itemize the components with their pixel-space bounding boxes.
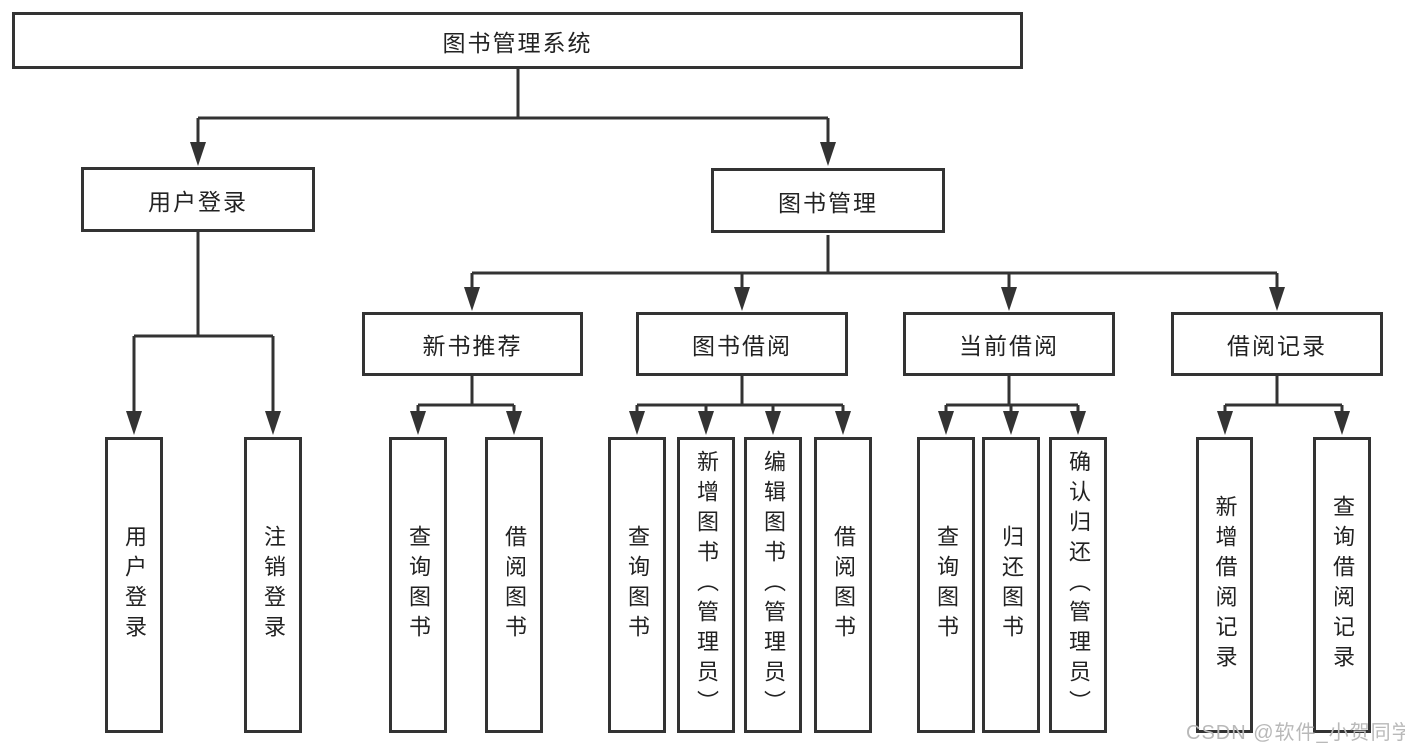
tree-edges	[132, 69, 1344, 413]
node-label: 新书推荐	[422, 333, 523, 359]
node-label: 编辑图书（管理员）	[761, 450, 786, 720]
node-book-management: 图书管理	[711, 168, 945, 233]
leaf-query-books-borrowing: 查询图书	[608, 437, 666, 733]
node-user-login: 用户登录	[81, 167, 315, 232]
leaf-add-books-admin: 新增图书（管理员）	[677, 437, 735, 733]
leaf-query-books-current: 查询图书	[917, 437, 975, 733]
node-label: 查询图书	[934, 525, 959, 645]
node-label: 用户登录	[148, 188, 248, 215]
leaf-borrow-books-borrowing: 借阅图书	[814, 437, 872, 733]
node-label: 借阅图书	[502, 525, 527, 645]
leaf-return-books: 归还图书	[982, 437, 1040, 733]
leaf-user-login: 用户登录	[105, 437, 163, 733]
node-label: 借阅图书	[831, 525, 856, 645]
node-label: 新增借阅记录	[1212, 495, 1238, 675]
node-label: 归还图书	[999, 525, 1024, 645]
node-borrowing-records: 借阅记录	[1171, 312, 1383, 376]
node-label: 借阅记录	[1227, 333, 1327, 359]
leaf-query-books-recommend: 查询图书	[389, 437, 447, 733]
node-library-management-system: 图书管理系统	[12, 12, 1023, 69]
leaf-logout-login: 注销登录	[244, 437, 302, 733]
node-label: 查询图书	[625, 525, 650, 645]
leaf-edit-books-admin: 编辑图书（管理员）	[744, 437, 802, 733]
node-label: 当前借阅	[959, 333, 1059, 359]
leaf-borrow-books-recommend: 借阅图书	[485, 437, 543, 733]
csdn-watermark: CSDN @软件_小贺同学	[1186, 722, 1405, 744]
node-label: 确认归还（管理员）	[1066, 450, 1091, 720]
node-label: 查询图书	[406, 525, 431, 645]
arrowhead-icons	[126, 142, 1350, 435]
node-current-borrowing: 当前借阅	[903, 312, 1115, 376]
node-label: 图书管理	[778, 189, 878, 216]
node-label: 图书借阅	[692, 333, 792, 359]
node-new-book-recommendation: 新书推荐	[362, 312, 583, 376]
leaf-add-borrow-record: 新增借阅记录	[1196, 437, 1253, 733]
node-label: 用户登录	[122, 525, 147, 645]
leaf-query-borrow-record: 查询借阅记录	[1313, 437, 1371, 733]
node-label: 注销登录	[261, 525, 286, 645]
leaf-confirm-return-admin: 确认归还（管理员）	[1049, 437, 1107, 733]
node-label: 新增图书（管理员）	[694, 450, 719, 720]
node-label: 图书管理系统	[442, 29, 593, 56]
node-book-borrowing: 图书借阅	[636, 312, 848, 376]
node-label: 查询借阅记录	[1330, 495, 1355, 675]
